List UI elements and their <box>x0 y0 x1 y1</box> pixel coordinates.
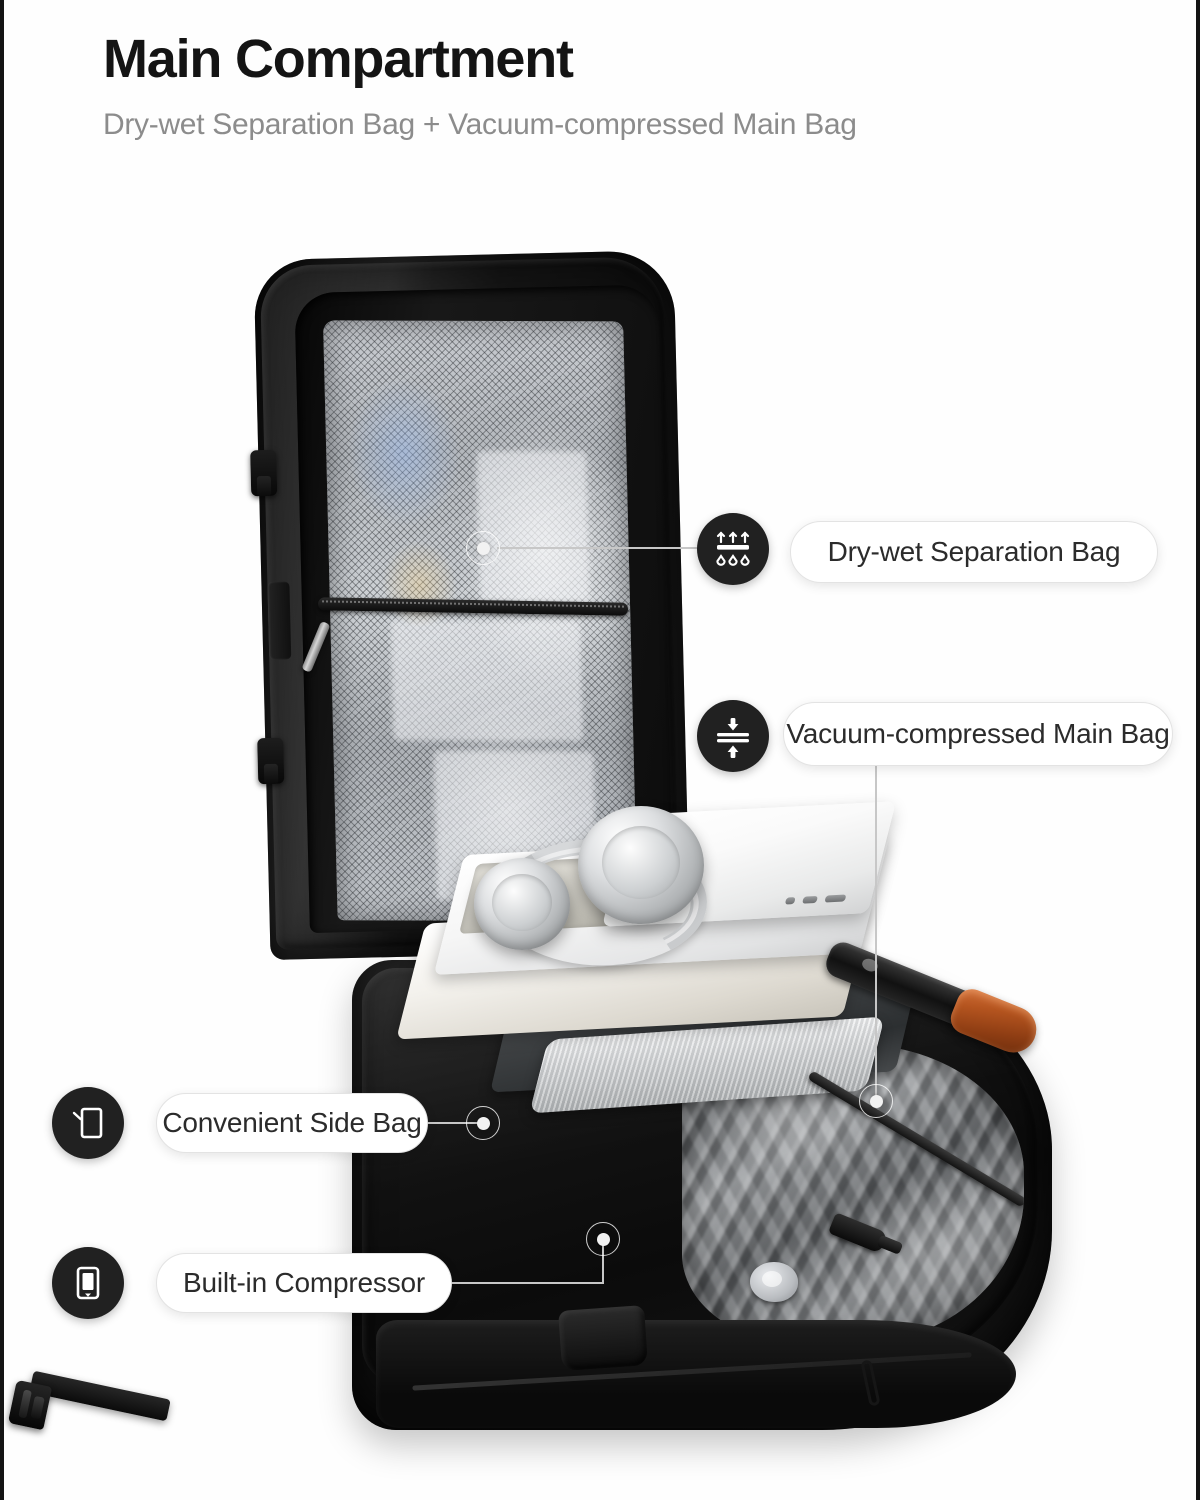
callout-text: Built-in Compressor <box>182 1267 426 1298</box>
page-title: Main Compartment <box>103 29 574 89</box>
product-photo <box>0 200 1200 1500</box>
callout-text: Dry-wet Separation Bag <box>827 536 1121 567</box>
strap-buckle <box>7 1379 53 1431</box>
packed-contents <box>392 800 932 1130</box>
mesh-content-item <box>476 450 590 602</box>
vacuum-compress-icon <box>697 700 769 772</box>
callout-text: Vacuum-compressed Main Bag <box>786 718 1170 749</box>
leader-line-compressor <box>452 1282 602 1284</box>
headphone-earcup-left <box>474 858 570 950</box>
lid-side-tab <box>267 581 292 660</box>
silver-headphones <box>466 800 736 990</box>
hotspot-marker-compressor[interactable] <box>586 1222 620 1256</box>
side-pocket-icon <box>52 1087 124 1159</box>
built-in-compressor-housing <box>558 1305 648 1371</box>
vacuum-valve <box>750 1262 798 1302</box>
callout-label-dry-wet-separation-bag[interactable]: Dry-wet Separation Bag <box>790 521 1158 583</box>
laptop-port <box>802 895 819 904</box>
lid-strap-loop <box>250 449 278 497</box>
page-subtitle: Dry-wet Separation Bag + Vacuum-compress… <box>103 108 857 142</box>
umbrella-wooden-handle <box>946 984 1044 1060</box>
hotspot-marker-vacuum[interactable] <box>859 1084 893 1118</box>
lid-strap-loop <box>257 737 285 785</box>
leader-line-dry-wet <box>497 547 697 549</box>
compressor-device-icon <box>52 1247 124 1319</box>
callout-label-convenient-side-bag[interactable]: Convenient Side Bag <box>156 1093 428 1153</box>
compression-strap <box>29 1370 171 1422</box>
callout-label-built-in-compressor[interactable]: Built-in Compressor <box>156 1253 452 1313</box>
laptop-port <box>824 894 847 903</box>
leader-line-vacuum <box>875 766 877 1100</box>
hotspot-marker-side-bag[interactable] <box>466 1106 500 1140</box>
main-body-front-panel <box>376 1320 1016 1428</box>
header: Main Compartment Dry-wet Separation Bag … <box>103 30 1123 142</box>
dry-wet-separation-icon <box>697 513 769 585</box>
callout-label-vacuum-compressed-main-bag[interactable]: Vacuum-compressed Main Bag <box>783 702 1173 766</box>
leader-line-compressor-vertical <box>602 1238 604 1284</box>
hotspot-marker-dry-wet[interactable] <box>466 531 500 565</box>
page-edge-right <box>1196 0 1200 1500</box>
headphone-earcup-right <box>578 806 704 924</box>
page-edge-left <box>0 0 4 1500</box>
callout-text: Convenient Side Bag <box>162 1107 422 1138</box>
laptop-port <box>784 897 796 905</box>
mesh-content-item <box>390 620 584 742</box>
leader-line-side-bag <box>428 1122 482 1124</box>
